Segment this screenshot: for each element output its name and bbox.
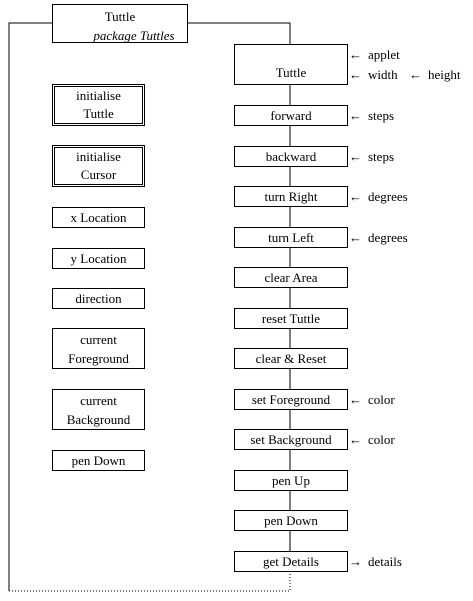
y-location-box: y Location: [52, 248, 145, 269]
method-turn-right-box: turn Right: [234, 186, 348, 207]
method-set-foreground-label: set Foreground: [251, 392, 331, 407]
method-set-foreground-box: set Foreground: [234, 389, 348, 410]
direction-label: direction: [75, 291, 122, 306]
method-pen-down-box: pen Down: [234, 510, 348, 531]
method-forward-label: forward: [270, 108, 312, 123]
method-get-details-box: get Details: [234, 551, 348, 572]
method-turn-left-param: degrees: [368, 230, 408, 245]
pen-down-state-label: pen Down: [71, 453, 126, 468]
method-set-foreground-arrow: ←: [349, 392, 362, 407]
current-background-box: current Background: [52, 389, 145, 430]
tuttle-constructor-label: Tuttle: [275, 65, 307, 80]
method-pen-up-box: pen Up: [234, 470, 348, 491]
x-location-label: x Location: [70, 210, 127, 225]
current-foreground-label: current Foreground: [68, 331, 129, 366]
current-foreground-box: current Foreground: [52, 328, 145, 369]
method-turn-left-arrow: ←: [349, 230, 362, 245]
method-clear-area-label: clear Area: [264, 270, 318, 285]
method-turn-left-box: turn Left: [234, 227, 348, 248]
method-forward-param: steps: [368, 108, 394, 123]
method-turn-right-param: degrees: [368, 189, 408, 204]
method-forward-box: forward: [234, 105, 348, 126]
method-turn-right-label: turn Right: [264, 189, 318, 204]
method-forward-arrow: ←: [349, 108, 362, 123]
method-set-background-param: color: [368, 432, 395, 447]
method-set-background-arrow: ←: [349, 432, 362, 447]
method-clear-and-reset-label: clear & Reset: [255, 351, 327, 366]
class-box: Tuttle package Tuttles: [52, 4, 188, 43]
applet-param: applet: [368, 47, 400, 62]
applet-arrow: ←: [349, 47, 362, 62]
direction-box: direction: [52, 288, 145, 309]
left-frame-line: [8, 22, 52, 591]
method-set-background-box: set Background: [234, 429, 348, 450]
initialise-tuttle-box: initialise Tuttle: [52, 84, 145, 126]
method-get-details-param: details: [368, 554, 402, 569]
width-param: width: [368, 67, 398, 82]
method-backward-box: backward: [234, 146, 348, 167]
method-turn-right-arrow: ←: [349, 189, 362, 204]
x-location-box: x Location: [52, 207, 145, 228]
method-set-foreground-param: color: [368, 392, 395, 407]
y-location-label: y Location: [70, 251, 127, 266]
tuttle-constructor-box: Tuttle: [234, 44, 348, 85]
method-reset-tuttle-box: reset Tuttle: [234, 308, 348, 329]
method-turn-left-label: turn Left: [268, 230, 314, 245]
right-frame-line: [188, 22, 291, 44]
method-pen-down-label: pen Down: [264, 513, 318, 528]
method-get-details-label: get Details: [263, 554, 319, 569]
initialise-cursor-label: initialise Cursor: [76, 149, 121, 182]
current-background-label: current Background: [66, 392, 131, 427]
width-arrow: ←: [349, 67, 362, 82]
package-name: package Tuttles: [93, 28, 175, 43]
height-arrow: ←: [409, 67, 422, 82]
method-get-details-arrow: →: [349, 554, 362, 569]
method-set-background-label: set Background: [250, 432, 332, 447]
initialise-tuttle-label: initialise Tuttle: [76, 88, 121, 121]
class-name: Tuttle: [104, 9, 136, 24]
method-clear-area-box: clear Area: [234, 267, 348, 288]
initialise-cursor-box: initialise Cursor: [52, 145, 145, 187]
height-param: height: [428, 67, 461, 82]
pen-down-state-box: pen Down: [52, 450, 145, 471]
method-pen-up-label: pen Up: [272, 473, 310, 488]
method-backward-param: steps: [368, 149, 394, 164]
method-backward-arrow: ←: [349, 149, 362, 164]
method-backward-label: backward: [265, 149, 317, 164]
method-clear-and-reset-box: clear & Reset: [234, 348, 348, 369]
method-reset-tuttle-label: reset Tuttle: [261, 311, 321, 326]
